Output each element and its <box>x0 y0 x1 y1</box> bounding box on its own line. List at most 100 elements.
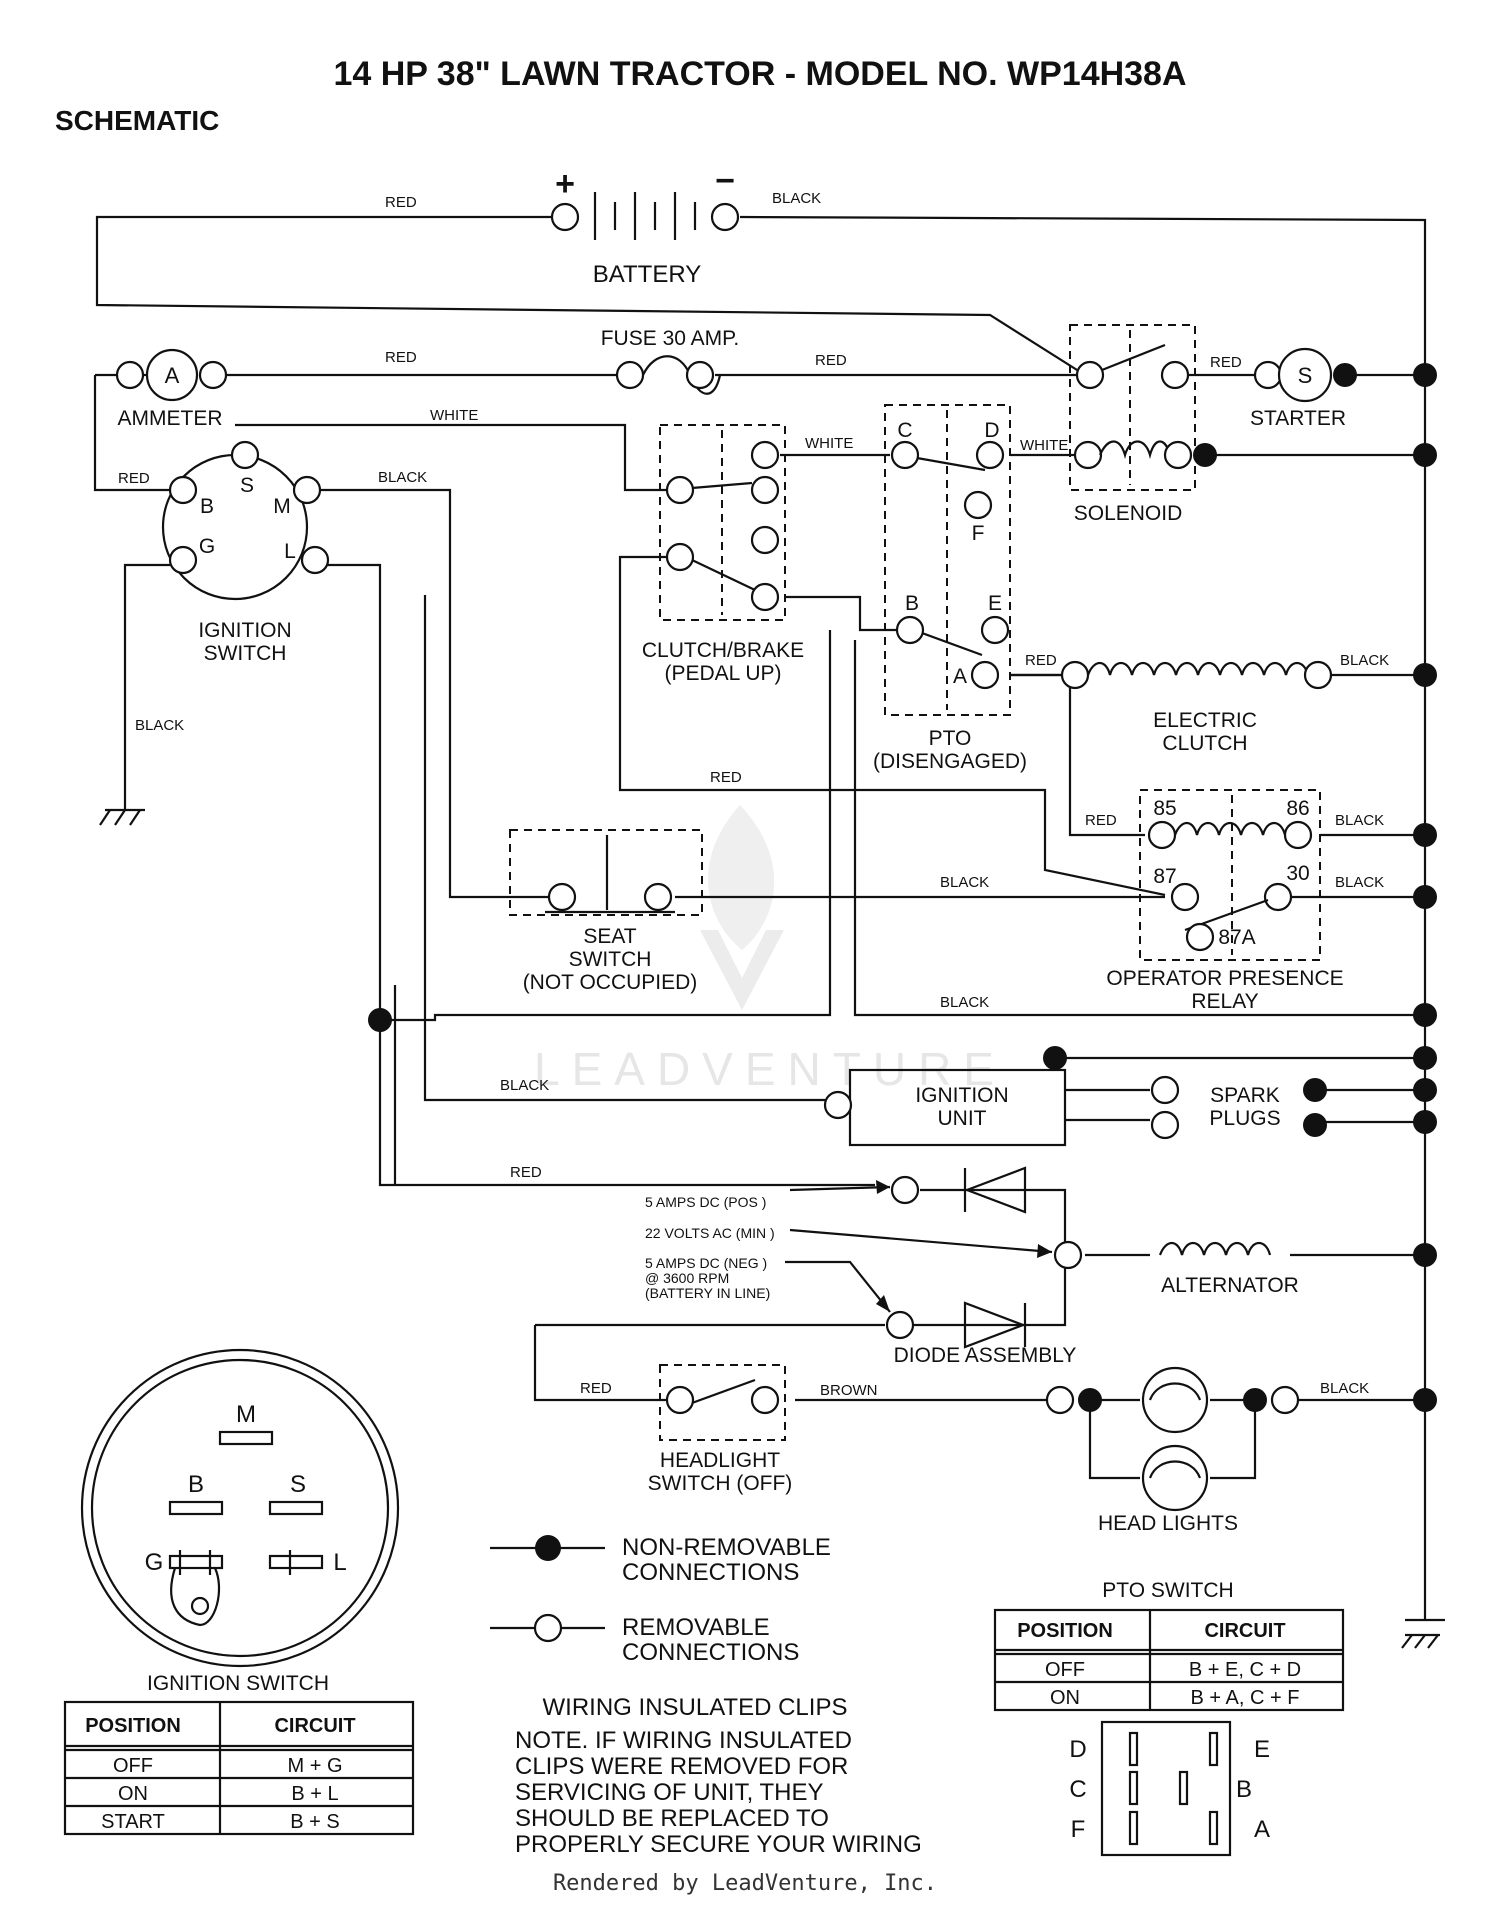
battery-label: BATTERY <box>593 261 701 288</box>
electric-clutch-coil <box>1060 660 1333 690</box>
detail-label-l: L <box>333 1549 346 1576</box>
wire-label-white-clutch: WHITE <box>805 435 853 452</box>
relay-terminal-85: 85 <box>1153 797 1176 820</box>
wire-label-black-ignition-unit: BLACK <box>500 1077 549 1094</box>
starter-symbol-text: S <box>1298 363 1313 388</box>
alternator-note-min: 22 VOLTS AC (MIN ) <box>645 1225 775 1241</box>
junction-nodes <box>99 363 1440 1649</box>
wire-label-black-clutch: BLACK <box>1340 652 1389 669</box>
wire-label-red-fuse: RED <box>815 352 847 369</box>
relay-label-2: RELAY <box>1191 990 1258 1013</box>
wire-label-black-headlight: BLACK <box>1320 1380 1369 1397</box>
wire-labels: RED BLACK RED RED RED WHITE WHITE WHITE … <box>118 190 1389 1399</box>
note-line-3: SERVICING OF UNIT, THEY <box>515 1779 824 1806</box>
pto-detail-f: F <box>1071 1816 1086 1843</box>
ignition-table-row-2-position: START <box>101 1811 165 1833</box>
wire-label-red-headlight: RED <box>580 1380 612 1397</box>
pto-terminal-e: E <box>988 592 1002 615</box>
wire-label-black-lower: BLACK <box>940 994 989 1011</box>
wire-label-black-ignition: BLACK <box>378 469 427 486</box>
pto-terminal-b: B <box>905 592 919 615</box>
pto-table-header-circuit: CIRCUIT <box>1204 1620 1285 1642</box>
ignition-table-row-1-circuit: B + L <box>291 1783 338 1805</box>
ignition-unit-label-2: UNIT <box>938 1107 987 1130</box>
wire-label-red-clutch-brake: RED <box>710 769 742 786</box>
wire-label-red-pto-a: RED <box>1025 652 1057 669</box>
detail-label-g: G <box>145 1549 164 1576</box>
pto-label-1: PTO <box>929 727 972 750</box>
pto-connector-detail <box>1100 1720 1232 1857</box>
electric-clutch-label-1: ELECTRIC <box>1153 709 1257 732</box>
legend <box>490 1535 605 1643</box>
operator-presence-relay <box>1139 789 1321 961</box>
pto-detail-d: D <box>1069 1736 1086 1763</box>
spark-plugs <box>1150 1075 1327 1140</box>
clutch-brake-switch <box>659 424 786 621</box>
ignition-table-header-position: POSITION <box>85 1715 181 1737</box>
pto-table-caption: PTO SWITCH <box>1102 1579 1233 1602</box>
note-line-2: CLIPS WERE REMOVED FOR <box>515 1753 848 1780</box>
ignition-switch-label-2: SWITCH <box>204 642 287 665</box>
clutch-brake-label-2: (PEDAL UP) <box>664 662 781 685</box>
pto-label-2: (DISENGAGED) <box>873 750 1027 773</box>
spark-plugs-label-1: SPARK <box>1210 1084 1280 1107</box>
pto-detail-c: C <box>1069 1776 1086 1803</box>
wire-label-black-relay-30: BLACK <box>1335 874 1384 891</box>
wire-label-white-top: WHITE <box>430 407 478 424</box>
alternator-label: ALTERNATOR <box>1161 1274 1299 1297</box>
alternator-note-neg-2: @ 3600 RPM <box>645 1270 729 1286</box>
ignition-terminal-m: M <box>273 495 291 518</box>
ignition-switch-detail <box>80 1348 400 1668</box>
wire-label-red-battery: RED <box>385 194 417 211</box>
legend-non-removable-1: NON-REMOVABLE <box>622 1534 831 1561</box>
alternator-note-pos: 5 AMPS DC (POS ) <box>645 1194 766 1210</box>
ignition-unit-label-1: IGNITION <box>915 1084 1008 1107</box>
diode-assembly <box>785 1166 1083 1349</box>
wire-label-black-relay-86: BLACK <box>1335 812 1384 829</box>
starter-label: STARTER <box>1250 407 1346 430</box>
solenoid-symbol <box>1069 324 1196 491</box>
electric-clutch-label-2: CLUTCH <box>1162 732 1247 755</box>
ignition-table-row-0-circuit: M + G <box>287 1755 342 1777</box>
ignition-terminal-l: L <box>284 540 296 563</box>
ignition-table-row-0-position: OFF <box>113 1755 153 1777</box>
ignition-switch-symbol <box>161 440 330 601</box>
relay-label-1: OPERATOR PRESENCE <box>1106 967 1343 990</box>
ammeter-symbol <box>115 348 228 402</box>
head-lights <box>1045 1366 1300 1512</box>
pto-table: POSITION CIRCUIT OFF B + E, C + D ON B +… <box>993 1608 1345 1712</box>
pto-detail-b: B <box>1236 1776 1252 1803</box>
alternator-coil <box>1158 1241 1272 1256</box>
ignition-terminal-s: S <box>240 474 254 497</box>
wire-label-red-starter: RED <box>1210 354 1242 371</box>
pto-switch <box>884 404 1011 716</box>
fuse-label: FUSE 30 AMP. <box>601 327 740 350</box>
alternator-note-neg-3: (BATTERY IN LINE) <box>645 1285 770 1301</box>
wire-label-red-relay: RED <box>1085 812 1117 829</box>
seat-switch-label-3: (NOT OCCUPIED) <box>523 971 698 994</box>
fuse-symbol <box>615 355 722 395</box>
alternator-note-neg-1: 5 AMPS DC (NEG ) <box>645 1255 767 1271</box>
ammeter-symbol-text: A <box>165 363 180 388</box>
legend-non-removable-2: CONNECTIONS <box>622 1559 799 1586</box>
relay-terminal-30: 30 <box>1286 862 1309 885</box>
wire-label-black-ground: BLACK <box>135 717 184 734</box>
page-subtitle: SCHEMATIC <box>55 105 219 136</box>
pto-table-row-1-circuit: B + A, C + F <box>1191 1687 1300 1709</box>
detail-label-b: B <box>188 1471 204 1498</box>
footer-credit: Rendered by LeadVenture, Inc. <box>553 1871 937 1896</box>
pto-terminal-a: A <box>953 665 967 688</box>
headlight-switch-label-2: SWITCH (OFF) <box>648 1472 793 1495</box>
ignition-table-header-circuit: CIRCUIT <box>274 1715 355 1737</box>
ignition-unit <box>823 1046 1067 1120</box>
relay-terminal-87a: 87A <box>1218 926 1255 949</box>
pto-terminal-f: F <box>972 522 985 545</box>
detail-label-s: S <box>290 1471 306 1498</box>
clutch-brake-label-1: CLUTCH/BRAKE <box>642 639 804 662</box>
starter-symbol <box>1253 347 1357 403</box>
solenoid-label: SOLENOID <box>1074 502 1183 525</box>
headlight-switch <box>659 1364 786 1441</box>
wiring <box>93 215 1445 1622</box>
ignition-terminal-b: B <box>200 495 214 518</box>
